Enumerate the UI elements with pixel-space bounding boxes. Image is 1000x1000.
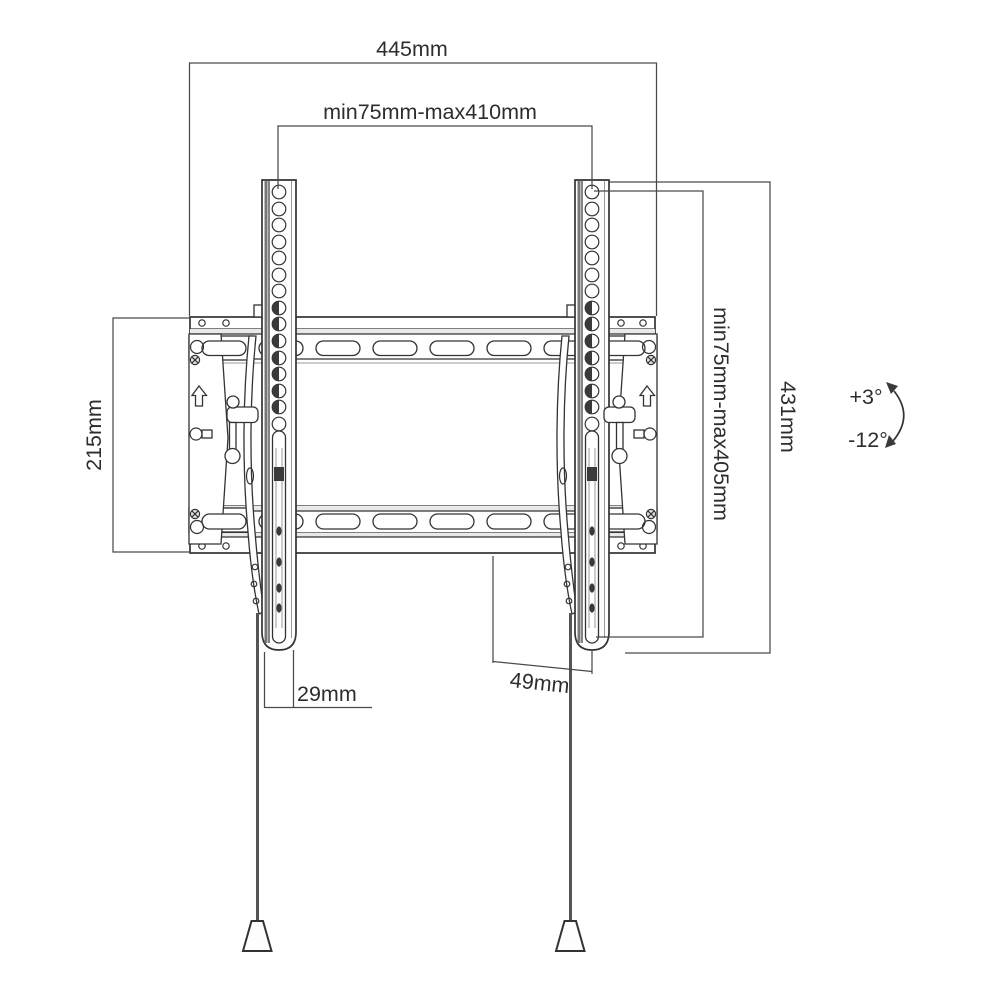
dim-overall-height-label: 431mm bbox=[776, 381, 800, 453]
tilt-up-label: +3° bbox=[849, 385, 882, 409]
pull-tab-left bbox=[241, 920, 273, 952]
dimension-arm-width: 29mm bbox=[263, 650, 372, 709]
tilt-angle-annotation: +3° -12° bbox=[848, 382, 905, 452]
corner-bracket-left-details bbox=[189, 339, 213, 535]
dim-bottom-offset-label: 49mm bbox=[509, 668, 571, 698]
screw-icon bbox=[189, 354, 201, 366]
tilt-pin-right bbox=[603, 395, 636, 465]
screw-icon bbox=[563, 563, 573, 605]
up-arrow-icon bbox=[190, 384, 208, 407]
tilt-pin-left bbox=[224, 395, 259, 465]
dim-vesa-width-label: min75mm-max410mm bbox=[323, 100, 537, 124]
vesa-holes-left bbox=[271, 184, 287, 432]
corner-bracket-right-details bbox=[633, 339, 657, 535]
dimension-vesa-width: min75mm-max410mm bbox=[277, 100, 593, 189]
safety-cord-left bbox=[241, 613, 273, 952]
dim-arm-width-label: 29mm bbox=[297, 682, 357, 706]
dim-plate-height-label: 215mm bbox=[82, 399, 106, 471]
screw-icon bbox=[645, 354, 657, 366]
screw-icon bbox=[645, 508, 657, 520]
arm-slot-right bbox=[584, 430, 600, 644]
screw-icon bbox=[189, 508, 201, 520]
dimension-plate-height: 215mm bbox=[82, 317, 190, 553]
screw-icon bbox=[250, 563, 260, 605]
dim-vesa-height-label: min75mm-max405mm bbox=[709, 307, 733, 521]
pull-tab-right bbox=[554, 920, 586, 952]
mounting-strip-holes bbox=[198, 319, 647, 550]
arm-slot-left bbox=[271, 430, 287, 644]
vesa-holes-right bbox=[584, 184, 600, 432]
dimension-vesa-height: min75mm-max405mm bbox=[594, 190, 733, 638]
dimension-overall-width: 445mm bbox=[188, 37, 658, 316]
up-arrow-icon bbox=[638, 384, 656, 407]
dimension-overall-height: 431mm bbox=[609, 181, 800, 654]
vesa-arm-left bbox=[261, 179, 297, 651]
dim-overall-width-label: 445mm bbox=[376, 37, 448, 61]
safety-cord-right bbox=[554, 613, 586, 952]
tilt-arc-icon bbox=[885, 382, 905, 448]
tilt-down-label: -12° bbox=[848, 428, 888, 452]
